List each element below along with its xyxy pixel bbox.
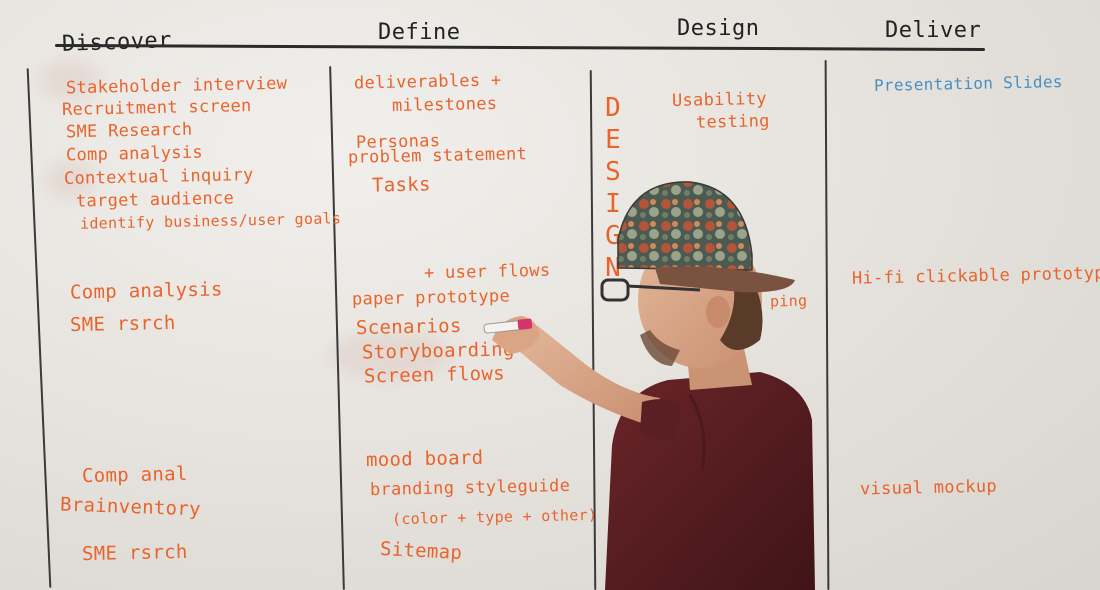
smudge xyxy=(45,160,95,200)
glasses xyxy=(600,278,630,302)
design-vertical-letter: S xyxy=(605,157,621,187)
design-vertical-letter: E xyxy=(605,125,621,155)
floral-cap xyxy=(617,181,753,271)
cap-brim xyxy=(655,266,795,293)
smudge xyxy=(40,60,100,100)
header-define: Define xyxy=(378,20,461,45)
design-vertical-letter: N xyxy=(605,253,621,283)
smudge xyxy=(330,330,450,380)
header-design: Design xyxy=(677,16,760,41)
header-deliver: Deliver xyxy=(885,18,982,43)
design-vertical-letter: I xyxy=(605,189,621,219)
design-vertical-letter: G xyxy=(605,221,621,251)
arm xyxy=(511,324,660,425)
design-vertical-letter: D xyxy=(605,93,621,123)
